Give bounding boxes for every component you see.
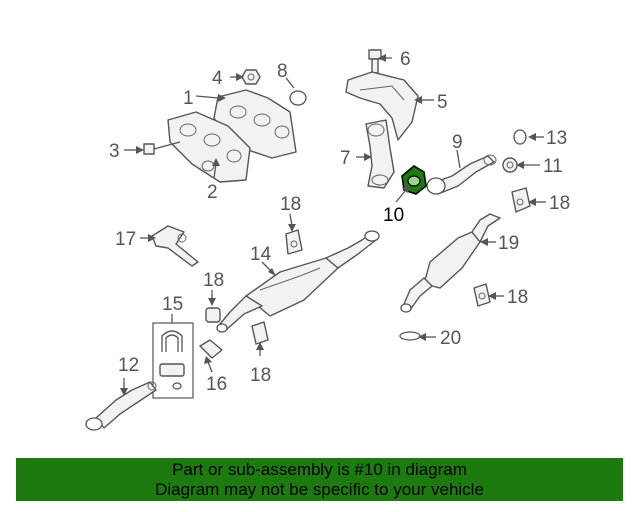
callout-12: 12 (118, 355, 139, 376)
exhaust-parts-diagram: 1 2 3 4 5 6 7 8 9 10 11 12 13 14 15 16 1… (85, 49, 570, 431)
leader-lines (120, 54, 546, 396)
callout-15: 15 (162, 294, 183, 315)
part-13-seal-ring (513, 129, 527, 145)
callout-10: 10 (383, 205, 404, 226)
callout-6: 6 (400, 49, 411, 70)
callout-18-lower: 18 (250, 365, 271, 386)
part-5-heat-shield (345, 71, 419, 141)
callout-18-right: 18 (507, 287, 528, 308)
callout-5: 5 (437, 92, 448, 113)
part-11-nut (502, 157, 518, 173)
part-15-clamp-kit (152, 322, 194, 399)
callout-7: 7 (340, 148, 351, 169)
part-14-muffler-assembly (216, 230, 380, 333)
banner-line-2: Diagram may not be specific to your vehi… (155, 480, 484, 499)
part-9-pipe (426, 154, 497, 195)
callout-18-left: 18 (203, 270, 224, 291)
part-3-stud-bolt (143, 141, 181, 155)
callout-14: 14 (250, 244, 272, 265)
banner-line-1: Part or sub-assembly is #10 in diagram (172, 460, 467, 479)
part-18-hanger-left (205, 307, 221, 323)
part-18-hanger-center (285, 229, 303, 255)
part-8-gasket-ring (289, 90, 307, 106)
callout-17: 17 (115, 229, 136, 250)
callout-16: 16 (206, 374, 227, 395)
part-6-bolt (368, 49, 382, 74)
part-17-bracket (151, 225, 199, 267)
part-4-nut (241, 69, 261, 85)
part-12-front-pipe (85, 381, 157, 431)
callout-4: 4 (212, 68, 223, 89)
callout-8: 8 (277, 61, 288, 82)
callout-9: 9 (452, 132, 463, 153)
callout-18-upper-right: 18 (549, 193, 570, 214)
part-19-rear-muffler (400, 213, 501, 313)
callout-19: 19 (498, 233, 519, 254)
part-18-hanger-right (473, 283, 491, 307)
callout-18-center: 18 (280, 194, 301, 215)
part-18-hanger-upper-right (511, 187, 531, 213)
part-info-banner: Part or sub-assembly is #10 in diagram D… (16, 458, 623, 501)
callout-1: 1 (183, 88, 194, 109)
callout-13: 13 (546, 128, 567, 149)
part-20-gasket (399, 331, 421, 341)
callout-20: 20 (440, 328, 461, 349)
part-7-front-pipe (365, 119, 395, 189)
part-18-hanger-lower-center (251, 321, 269, 345)
callout-3: 3 (109, 141, 120, 162)
callout-11: 11 (543, 156, 563, 177)
callout-2: 2 (207, 182, 218, 203)
part-16-sleeve (199, 339, 223, 359)
